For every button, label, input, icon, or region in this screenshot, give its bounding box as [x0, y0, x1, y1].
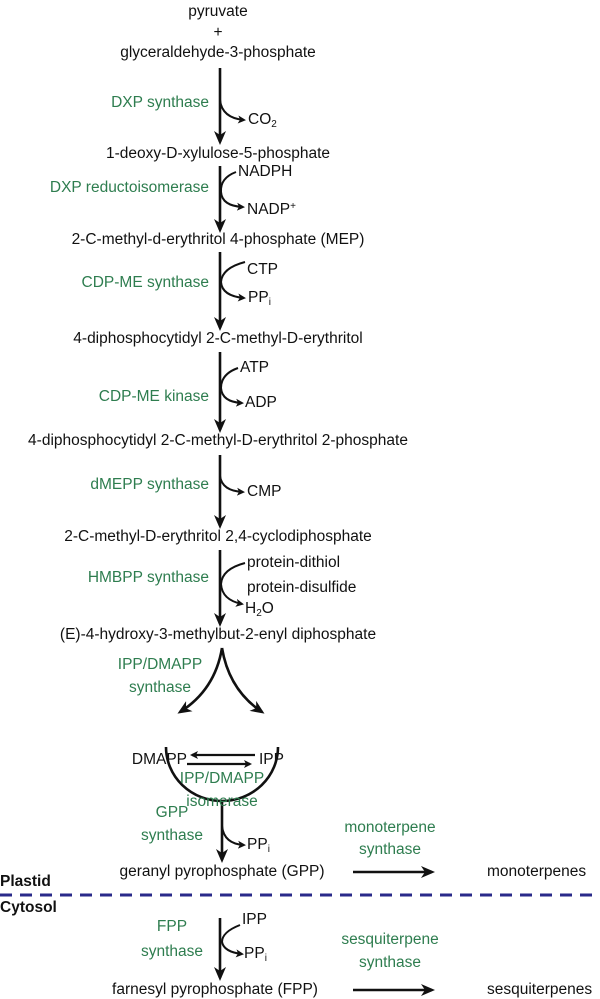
product-monoterpenes: monoterpenes [487, 863, 587, 880]
compound-mep: 2-C-methyl-d-erythritol 4-phosphate (MEP… [71, 231, 365, 248]
compound-ipp: IPP [259, 751, 284, 768]
cofactor-adp: ADP [245, 394, 277, 411]
enzyme-isomerase-line1: IPP/DMAPP [179, 770, 265, 787]
cofactor-nadp: NADP+ [247, 201, 296, 218]
compound-fpp: farnesyl pyrophosphate (FPP) [112, 981, 318, 998]
enzyme-sesquiterpene-synthase-line2: synthase [358, 954, 422, 971]
isomerase-arc [164, 746, 280, 803]
arrow-branch-ipp [220, 647, 265, 714]
enzyme-sesquiterpene-synthase-line1: sesquiterpene [341, 931, 439, 948]
enzyme-cdp-me-synthase: CDP-ME synthase [81, 274, 209, 291]
cofactor-ppi-gpp: PPi [247, 836, 270, 855]
compound-pyruvate: pyruvate [188, 3, 248, 20]
compound-hmbpp: (E)-4-hydroxy-3-methylbut-2-enyl diphosp… [59, 626, 377, 643]
enzyme-gpp-synthase-line1: GPP [155, 804, 189, 821]
cofactor-co2: CO2 [248, 111, 277, 130]
compound-mecpp: 2-C-methyl-D-erythritol 2,4-cyclodiphosp… [64, 528, 372, 545]
product-sesquiterpenes: sesquiterpenes [487, 981, 593, 998]
compound-gpp: geranyl pyrophosphate (GPP) [119, 863, 325, 880]
enzyme-hmbpp-synthase: HMBPP synthase [87, 569, 209, 586]
enzyme-dmepp-synthase: dMEPP synthase [90, 476, 209, 493]
plus-sign: + [213, 24, 223, 41]
cofactor-protein-dithiol: protein-dithiol [247, 554, 341, 571]
enzyme-dxp-reductoisomerase: DXP reductoisomerase [49, 179, 209, 196]
enzyme-gpp-synthase-line2: synthase [140, 827, 204, 844]
enzyme-ipp-dmapp-synthase-line1: IPP/DMAPP [117, 656, 203, 673]
enzyme-fpp-synthase-line2: synthase [140, 943, 204, 960]
enzyme-dxp-synthase: DXP synthase [111, 94, 209, 111]
compound-dxp: 1-deoxy-D-xylulose-5-phosphate [105, 145, 331, 162]
compound-cdpme: 4-diphosphocytidyl 2-C-methyl-D-erythrit… [73, 330, 363, 347]
enzyme-monoterpene-synthase-line1: monoterpene [344, 819, 436, 836]
enzyme-monoterpene-synthase-line2: synthase [358, 841, 422, 858]
cofactor-ipp-fpp: IPP [242, 911, 267, 928]
enzyme-ipp-dmapp-synthase-line2: synthase [128, 679, 192, 696]
cofactor-ppi: PPi [248, 289, 271, 308]
compound-dmapp: DMAPP [131, 751, 187, 768]
cofactor-protein-disulfide: protein-disulfide [247, 579, 357, 596]
cofactor-cmp: CMP [247, 483, 282, 500]
arrow-branch-dmapp [177, 647, 224, 714]
compound-cdpmep: 4-diphosphocytidyl 2-C-methyl-D-erythrit… [28, 432, 408, 449]
compartment-plastid: Plastid [0, 873, 51, 890]
cofactor-ppi-fpp: PPi [244, 945, 267, 964]
cofactor-ctp: CTP [247, 261, 278, 278]
compound-g3p: glyceraldehyde-3-phosphate [120, 44, 316, 61]
compartment-cytosol: Cytosol [0, 899, 57, 916]
cofactor-h2o: H2O [245, 600, 274, 619]
enzyme-isomerase-line2: isomerase [186, 793, 258, 810]
cofactor-atp: ATP [240, 359, 269, 376]
cofactor-nadph: NADPH [238, 163, 293, 180]
enzyme-cdp-me-kinase: CDP-ME kinase [98, 388, 209, 405]
enzyme-fpp-synthase-line1: FPP [156, 918, 188, 935]
